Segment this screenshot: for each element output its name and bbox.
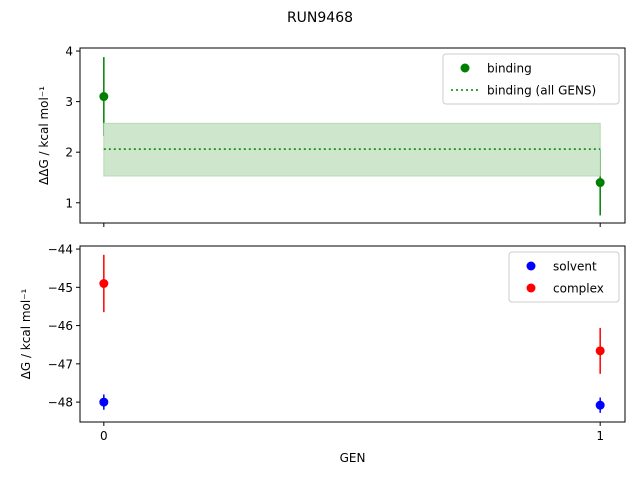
legend-box <box>508 251 620 303</box>
x-tick-label: 1 <box>596 429 604 443</box>
x-tick-label: 0 <box>100 429 108 443</box>
legend-box <box>442 53 620 105</box>
data-point <box>99 92 109 102</box>
data-point <box>99 397 109 407</box>
y-axis-label: ΔΔG / kcal mol⁻¹ <box>37 86 51 185</box>
y-axis-label: ΔG / kcal mol⁻¹ <box>19 288 33 379</box>
y-tick-label: 1 <box>65 196 73 210</box>
legend-label: complex <box>553 282 604 296</box>
y-tick-label: −48 <box>48 396 73 410</box>
legend: solvent complex <box>508 251 620 303</box>
y-tick-label: −47 <box>48 357 73 371</box>
y-tick-label: 3 <box>65 95 73 109</box>
data-point <box>595 400 605 410</box>
axes-frame <box>79 245 626 423</box>
legend-point-marker <box>460 63 470 73</box>
legend-label: binding <box>487 62 532 76</box>
data-point <box>595 178 605 188</box>
y-tick-label: 4 <box>65 45 73 59</box>
legend-label: binding (all GENS) <box>487 84 596 98</box>
x-axis-label: GEN <box>340 451 366 465</box>
y-tick-label: 2 <box>65 146 73 160</box>
legend-label: solvent <box>553 260 597 274</box>
legend: binding binding (all GENS) <box>442 53 620 105</box>
legend-point-marker <box>526 283 536 293</box>
y-tick-label: −46 <box>48 319 73 333</box>
legend-point-marker <box>526 261 536 271</box>
data-point <box>595 346 605 356</box>
bottom-axes: −44 −45 −46 −47 −48 0 1 ΔG / kcal mol⁻¹ GEN solve… <box>19 243 626 465</box>
y-tick-label: −45 <box>48 281 73 295</box>
data-point <box>99 278 109 288</box>
axes-frame <box>79 47 626 224</box>
y-tick-label: −44 <box>48 243 73 257</box>
chart-title: RUN9468 <box>287 10 353 26</box>
